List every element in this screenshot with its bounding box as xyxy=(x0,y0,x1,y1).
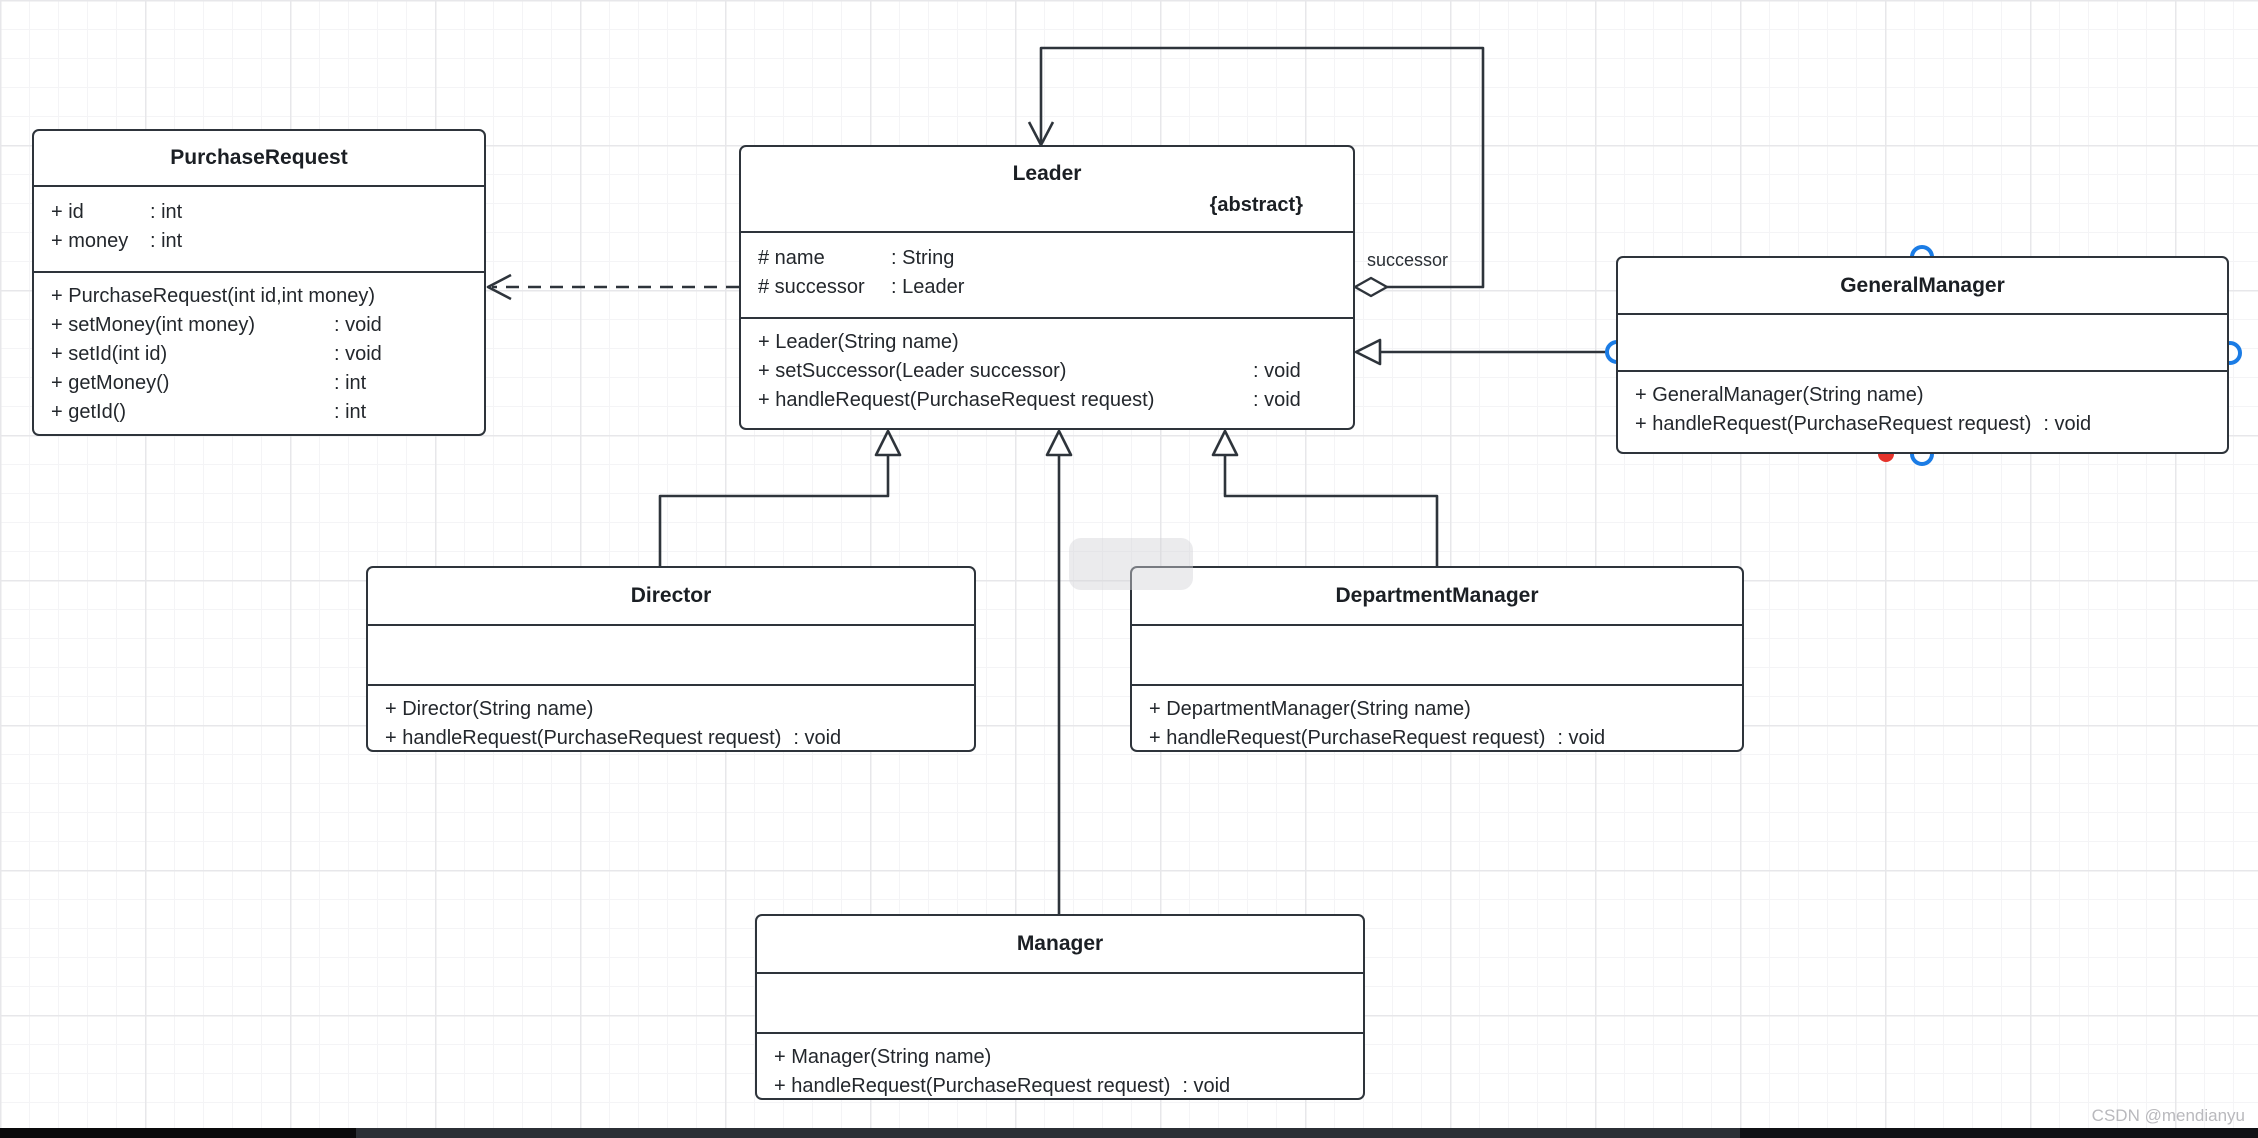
methods-compartment-manager: + Manager(String name) + handleRequest(Pu… xyxy=(757,1032,1363,1101)
method-return-type: : void xyxy=(334,314,382,336)
method-row: + handleRequest(PurchaseRequest request)… xyxy=(1618,410,2227,439)
method-row: + getMoney() : int xyxy=(34,369,484,398)
methods-compartment-purchase-request: + PurchaseRequest(int id,int money) + set… xyxy=(34,271,484,434)
method-return-type: : void xyxy=(1182,1075,1231,1097)
attributes-compartment-leader: # name : String # successor : Leader xyxy=(741,231,1353,317)
class-box-manager[interactable]: Manager + Manager(String name) + handleReq… xyxy=(755,914,1365,1100)
method-row: + Manager(String name) xyxy=(757,1043,1363,1072)
attributes-compartment-director xyxy=(368,624,974,684)
bottom-bar-left-segment xyxy=(0,1128,356,1138)
method-signature: + handleRequest(PurchaseRequest request) xyxy=(774,1075,1171,1097)
method-row: + handleRequest(PurchaseRequest request)… xyxy=(368,724,974,753)
method-row: + Director(String name) xyxy=(368,695,974,724)
method-signature: + DepartmentManager(String name) xyxy=(1149,698,1471,720)
method-return-type: : void xyxy=(793,727,842,749)
methods-compartment-department-manager: + DepartmentManager(String name) + handle… xyxy=(1132,684,1742,753)
method-return-type: : int xyxy=(334,372,367,394)
hollow-triangle-arrowhead-generalization-generalmanager-leader xyxy=(1354,338,1382,366)
hollow-triangle-arrowhead-generalization-manager-leader xyxy=(1045,429,1073,457)
method-signature: + setSuccessor(Leader successor) xyxy=(758,360,1067,382)
method-return-type: : void xyxy=(1557,727,1606,749)
class-title-leader: Leader xyxy=(1012,161,1082,185)
attribute-name: + id xyxy=(51,201,84,223)
method-row: + setMoney(int money) : void xyxy=(34,311,484,340)
method-return-type: : void xyxy=(334,343,382,365)
method-row: + handleRequest(PurchaseRequest request)… xyxy=(741,386,1353,415)
method-signature: + getId() xyxy=(51,401,127,423)
method-signature: + setId(int id) xyxy=(51,343,168,365)
edge-label-successor[interactable]: successor xyxy=(1367,250,1449,270)
method-row: + setSuccessor(Leader successor) : void xyxy=(741,357,1353,386)
method-row: + PurchaseRequest(int id,int money) xyxy=(34,282,484,311)
class-stereotype-leader: {abstract} xyxy=(1209,193,1303,216)
method-row: + DepartmentManager(String name) xyxy=(1132,695,1742,724)
attribute-type: : int xyxy=(150,230,183,252)
method-return-type: : void xyxy=(1253,360,1301,382)
methods-compartment-leader: + Leader(String name) + setSuccessor(Lead… xyxy=(741,317,1353,428)
method-signature: + handleRequest(PurchaseRequest request) xyxy=(385,727,782,749)
edge-generalization-director-leader[interactable] xyxy=(658,454,890,566)
method-signature: + GeneralManager(String name) xyxy=(1635,384,1924,406)
method-signature: + getMoney() xyxy=(51,372,170,394)
method-signature: + PurchaseRequest(int id,int money) xyxy=(51,285,376,307)
method-return-type: : int xyxy=(334,401,367,423)
method-return-type: : void xyxy=(2043,413,2092,435)
attributes-compartment-department-manager xyxy=(1132,624,1742,684)
method-signature: + Leader(String name) xyxy=(758,331,959,353)
open-diamond-aggregation-leader-successor xyxy=(1353,276,1389,298)
method-row: + Leader(String name) xyxy=(741,328,1353,357)
class-title-department-manager: DepartmentManager xyxy=(1335,584,1539,607)
method-signature: + handleRequest(PurchaseRequest request) xyxy=(1635,413,2032,435)
bottom-bar xyxy=(0,1128,2258,1138)
watermark-text: CSDN @mendianyu xyxy=(2091,1106,2245,1125)
class-title-general-manager: GeneralManager xyxy=(1840,273,2005,297)
method-row: + handleRequest(PurchaseRequest request)… xyxy=(757,1072,1363,1101)
class-box-general-manager[interactable]: GeneralManager + GeneralManager(String na… xyxy=(1616,256,2229,454)
hollow-triangle-arrowhead-generalization-director-leader xyxy=(874,429,902,457)
open-arrowhead-dependency-leader-purchaserequest xyxy=(486,273,512,301)
attribute-row: + id : int xyxy=(34,198,484,227)
method-row: + getId() : int xyxy=(34,398,484,427)
method-signature: + handleRequest(PurchaseRequest request) xyxy=(758,389,1155,411)
methods-compartment-general-manager: + GeneralManager(String name) + handleReq… xyxy=(1618,370,2227,452)
attributes-compartment-purchase-request: + id : int + money : int xyxy=(34,185,484,271)
attribute-row: # name : String xyxy=(741,244,1353,273)
method-row: + handleRequest(PurchaseRequest request)… xyxy=(1132,724,1742,753)
class-box-director[interactable]: Director + Director(String name) + handleR… xyxy=(366,566,976,752)
method-signature: + Director(String name) xyxy=(385,698,594,720)
class-title-director: Director xyxy=(630,584,712,607)
attributes-compartment-manager xyxy=(757,972,1363,1032)
edge-aggregation-leader-successor[interactable] xyxy=(1039,46,1485,289)
class-title-manager: Manager xyxy=(1016,932,1104,955)
attribute-type: : String xyxy=(891,247,955,269)
method-signature: + Manager(String name) xyxy=(774,1046,992,1068)
bottom-bar-right-segment xyxy=(1740,1128,2258,1138)
method-return-type: : void xyxy=(1253,389,1301,411)
class-box-department-manager[interactable]: DepartmentManager + DepartmentManager(Str… xyxy=(1130,566,1744,752)
hollow-triangle-arrowhead-generalization-departmentmanager-leader xyxy=(1211,429,1239,457)
attribute-name: # name xyxy=(758,247,825,269)
class-box-purchase-request[interactable]: PurchaseRequest+ id: int+ money: int+ Pu… xyxy=(32,129,486,436)
attribute-row: + money : int xyxy=(34,227,484,256)
method-row: + GeneralManager(String name) xyxy=(1618,381,2227,410)
highlight-patch xyxy=(1069,538,1193,590)
attribute-name: + money xyxy=(51,230,129,252)
attribute-name: # successor xyxy=(758,276,865,298)
attribute-type: : int xyxy=(150,201,183,223)
method-row: + setId(int id) : void xyxy=(34,340,484,369)
method-signature: + setMoney(int money) xyxy=(51,314,255,336)
method-signature: + handleRequest(PurchaseRequest request) xyxy=(1149,727,1546,749)
attributes-compartment-general-manager xyxy=(1618,313,2227,370)
attribute-type: : Leader xyxy=(891,276,965,298)
class-box-leader[interactable]: Leader {abstract} # name : String # successo… xyxy=(739,145,1355,430)
methods-compartment-director: + Director(String name) + handleRequest(P… xyxy=(368,684,974,753)
class-title-purchase-request: PurchaseRequest xyxy=(170,146,348,169)
edge-generalization-departmentmanager-leader[interactable] xyxy=(1223,454,1439,566)
attribute-row: # successor : Leader xyxy=(741,273,1353,302)
